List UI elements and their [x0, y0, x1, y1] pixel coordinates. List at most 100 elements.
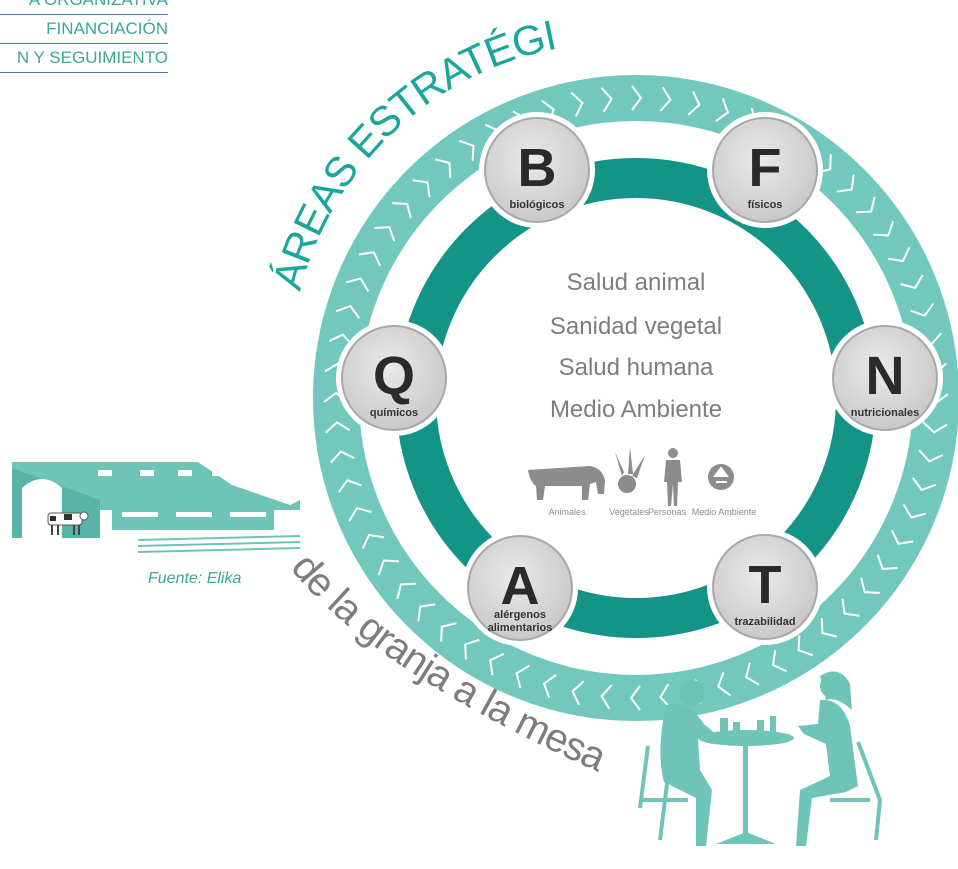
chevron-mark: [918, 449, 944, 463]
chevron-mark: [348, 507, 372, 522]
chevron-mark: [902, 504, 927, 519]
chevron-mark: [900, 274, 924, 289]
chevron-mark: [337, 479, 362, 494]
chevron-mark: [860, 577, 880, 594]
chevron-mark: [392, 202, 412, 219]
chevron-mark: [873, 220, 895, 237]
node-letter: B: [518, 138, 557, 198]
node-letter: F: [749, 138, 782, 198]
chevron-mark: [434, 158, 452, 178]
node-letter: N: [866, 346, 905, 406]
chevron-mark: [335, 304, 361, 319]
chevron-mark: [910, 302, 935, 317]
chevron-mark: [890, 529, 914, 545]
center-line: Medio Ambiente: [550, 396, 722, 423]
node-label: trazabilidad: [734, 616, 795, 628]
cow-small-icon: [47, 511, 89, 535]
chevron-mark: [489, 652, 505, 676]
category-nodes: BbiológicosFfísicosNnutricionalesTtrazab…: [336, 112, 943, 646]
chevron-mark: [542, 673, 557, 699]
center-icons: [528, 447, 734, 506]
chevron-mark: [325, 421, 351, 434]
center-icon-labels: Animales Vegetales Personas Medio Ambien…: [548, 507, 756, 517]
center-text: Salud animal Sanidad vegetal Salud human…: [550, 269, 722, 423]
node-label: químicos: [370, 407, 418, 419]
cow-icon: [528, 466, 605, 500]
chevron-mark: [629, 685, 641, 711]
chevron-mark: [417, 603, 436, 622]
node-circle: [712, 117, 818, 223]
nav-item-seguimiento[interactable]: N Y SEGUIMIENTO: [0, 44, 168, 73]
chevron-mark: [570, 92, 584, 117]
chevron-mark: [745, 662, 760, 686]
chevron-mark: [771, 649, 788, 673]
node-letter: Q: [373, 346, 415, 406]
chevron-mark: [600, 87, 613, 113]
chevron-mark: [464, 638, 480, 660]
chevron-mark: [841, 598, 860, 617]
chevron-mark: [374, 226, 396, 242]
chevron-mark: [631, 85, 643, 111]
node-letter: A: [501, 556, 540, 616]
chevron-mark: [911, 477, 937, 492]
top-nav: A ORGANIZATIVA FINANCIACIÓN N Y SEGUIMIE…: [0, 0, 168, 73]
chevron-mark: [358, 251, 382, 267]
recycle-icon: [708, 464, 734, 490]
center-line: Salud animal: [567, 269, 706, 296]
icon-label-medio-ambiente: Medio Ambiente: [692, 507, 757, 517]
chevron-mark: [396, 582, 416, 600]
nav-item-organizativa[interactable]: A ORGANIZATIVA: [0, 0, 168, 15]
chevron-mark: [571, 680, 585, 706]
chevron-mark: [412, 179, 431, 198]
center-line: Salud humana: [559, 354, 714, 381]
chevron-mark: [836, 174, 855, 193]
chevron-mark: [687, 90, 701, 116]
chevron-mark: [515, 664, 530, 689]
node-letter: T: [749, 555, 782, 615]
chevron-mark: [887, 246, 911, 263]
node-label: biológicos: [510, 199, 565, 211]
nav-item-financiacion[interactable]: FINANCIACIÓN: [0, 15, 168, 44]
icon-label-personas: Personas: [648, 507, 687, 517]
node-circle: [341, 325, 447, 431]
node-label: alérgenos: [494, 609, 546, 621]
chevron-mark: [797, 635, 814, 657]
chevron-mark: [377, 559, 399, 576]
chevron-mark: [345, 277, 370, 292]
vegetable-icon: [615, 447, 645, 493]
chevron-mark: [856, 196, 876, 214]
icon-label-animales: Animales: [548, 507, 586, 517]
center-line: Sanidad vegetal: [550, 313, 722, 340]
chevron-mark: [876, 554, 898, 570]
chevron-mark: [922, 421, 948, 434]
chevron-mark: [458, 139, 475, 161]
node-circle: [467, 535, 573, 641]
chevron-mark: [717, 672, 732, 697]
chevron-mark: [361, 533, 385, 550]
node-label: físicos: [748, 199, 783, 211]
node-circle: [712, 534, 818, 640]
node-label: nutricionales: [851, 407, 919, 419]
source-credit: Fuente: Elika: [148, 570, 242, 587]
chevron-mark: [600, 684, 613, 710]
node-circle: [832, 325, 938, 431]
chevron-mark: [659, 683, 672, 709]
chevron-mark: [820, 618, 838, 638]
node-circle: [484, 117, 590, 223]
chevron-mark: [440, 622, 457, 642]
chevron-mark: [330, 450, 355, 464]
chevron-mark: [715, 97, 730, 123]
person-icon: [664, 448, 682, 506]
diners-table-icon: [638, 671, 883, 846]
farm-building-icon: [12, 462, 301, 553]
node-label: alimentarios: [488, 622, 553, 634]
chevron-mark: [659, 86, 672, 112]
icon-label-vegetales: Vegetales: [609, 507, 649, 517]
